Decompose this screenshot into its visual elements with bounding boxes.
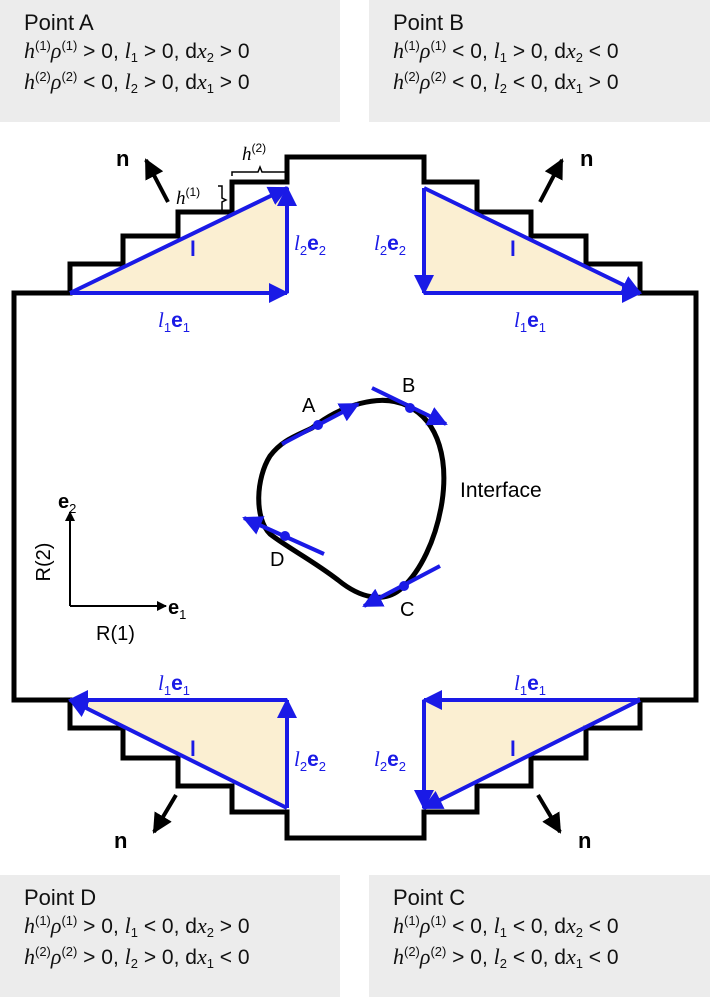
domain-boundary [11, 154, 699, 841]
l-label-top-left: l [190, 238, 196, 261]
panel-line-1: h(1)ρ(1) < 0, l1 < 0, dx2 < 0 [393, 913, 619, 940]
l1e1-label-top-right: l1e1 [514, 308, 546, 335]
panel-title: Point C [393, 885, 466, 910]
axis-e1-label: e1 [168, 597, 186, 622]
panel-point-b: Point B h(1)ρ(1) < 0, l1 > 0, dx2 < 0 h(… [369, 0, 710, 122]
normal-arrow-bottom-left [152, 793, 178, 834]
normal-arrow-top-right [538, 158, 564, 203]
h1-brace [218, 185, 228, 213]
panel-line-2: h(2)ρ(2) < 0, l2 < 0, dx1 > 0 [393, 69, 619, 96]
point-d-label: D [270, 549, 284, 571]
point-a-dot [313, 420, 323, 430]
l-label-bottom-right: l [510, 738, 516, 761]
point-c-dot [399, 581, 409, 591]
interface-label: Interface [460, 479, 542, 502]
h2-label: h(2) [242, 141, 266, 165]
axis-r1-label: R(1) [96, 623, 135, 645]
l2e2-label-top-left: l2e2 [294, 231, 326, 258]
vector-l-top-right [423, 186, 642, 295]
panel-line-2: h(2)ρ(2) > 0, l2 > 0, dx1 < 0 [24, 944, 250, 971]
point-d-dot [280, 531, 290, 541]
panel-title: Point D [24, 885, 97, 910]
normal-arrow-bottom-right [536, 793, 562, 834]
panel-line-1: h(1)ρ(1) < 0, l1 > 0, dx2 < 0 [393, 38, 619, 65]
panel-point-c: Point C h(1)ρ(1) < 0, l1 < 0, dx2 < 0 h(… [369, 875, 710, 997]
panel-point-a: Point A h(1)ρ(1) > 0, l1 > 0, dx2 > 0 h(… [0, 0, 340, 122]
panel-line-1: h(1)ρ(1) > 0, l1 > 0, dx2 > 0 [24, 38, 250, 65]
normal-arrow-top-left [144, 158, 170, 203]
vector-l-bottom-right [422, 698, 641, 810]
axis-r2-label: R(2) [33, 543, 55, 582]
normal-label-bottom-right: n [578, 828, 591, 853]
l1e1-label-top-left: l1e1 [158, 308, 190, 335]
vector-l-bottom-left [68, 698, 288, 810]
point-b-label: B [402, 375, 415, 397]
panel-line-1: h(1)ρ(1) > 0, l1 < 0, dx2 > 0 [24, 913, 250, 940]
interface-curve [256, 397, 447, 600]
h2-brace [231, 164, 288, 176]
point-c-label: C [400, 599, 414, 621]
normal-label-top-right: n [580, 146, 593, 171]
normal-label-top-left: n [116, 146, 129, 171]
l-label-bottom-left: l [190, 738, 196, 761]
panel-title: Point A [24, 10, 94, 35]
point-a-label: A [302, 395, 316, 417]
panel-title: Point B [393, 10, 464, 35]
l-label-top-right: l [510, 238, 516, 261]
l1e1-label-bottom-right: l1e1 [514, 671, 546, 698]
l2e2-label-top-right: l2e2 [374, 231, 406, 258]
l2e2-label-bottom-left: l2e2 [294, 747, 326, 774]
panel-point-d: Point D h(1)ρ(1) > 0, l1 < 0, dx2 > 0 h(… [0, 875, 340, 997]
normal-label-bottom-left: n [114, 828, 127, 853]
vector-l-top-left [69, 186, 289, 295]
l1e1-label-bottom-left: l1e1 [158, 671, 190, 698]
l2e2-label-bottom-right: l2e2 [374, 747, 406, 774]
axis-e2-label: e2 [58, 491, 76, 516]
panel-line-2: h(2)ρ(2) > 0, l2 < 0, dx1 < 0 [393, 944, 619, 971]
h1-label: h(1) [176, 185, 200, 209]
panel-line-2: h(2)ρ(2) < 0, l2 > 0, dx1 > 0 [24, 69, 250, 96]
point-b-dot [405, 403, 415, 413]
